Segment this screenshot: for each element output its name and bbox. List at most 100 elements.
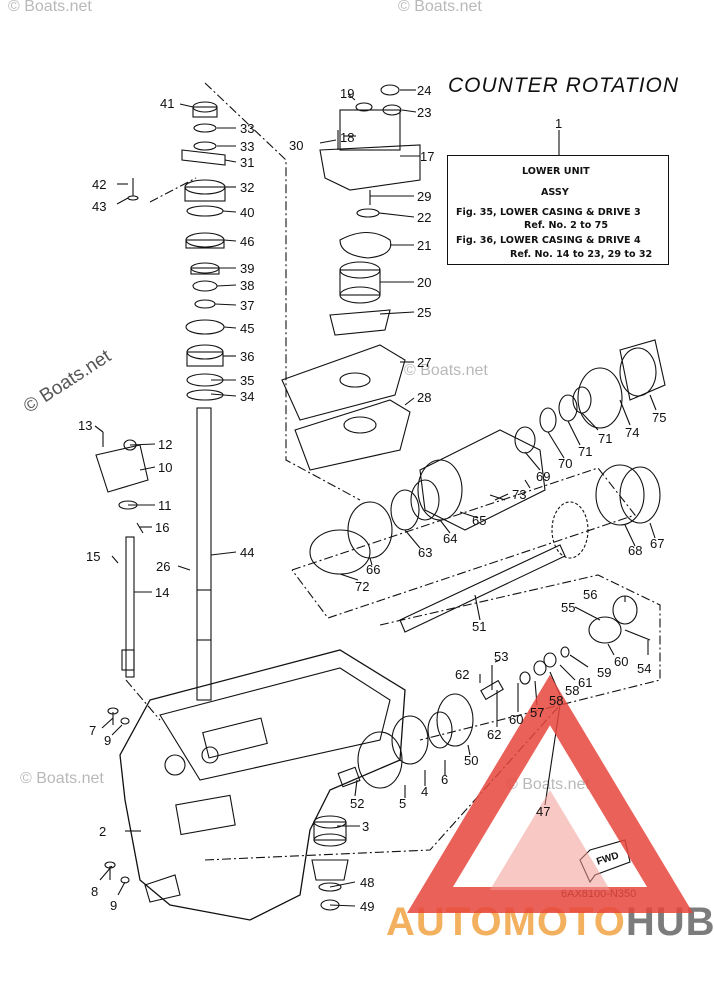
part-number-28: 28 (417, 390, 431, 405)
part-number-30: 30 (289, 138, 303, 153)
part-number-47: 47 (536, 804, 550, 819)
info-box-line3: Fig. 35, LOWER CASING & DRIVE 3 (456, 207, 641, 218)
part-number-20: 20 (417, 275, 431, 290)
part-number-11: 11 (158, 498, 172, 513)
part-number-68: 68 (628, 543, 642, 558)
plate-27 (281, 344, 406, 421)
part-number-13: 13 (78, 418, 92, 433)
part-number-71-upper: 71 (598, 431, 612, 446)
part-number-69: 69 (536, 469, 550, 484)
part-number-36: 36 (240, 349, 254, 364)
part-number-22: 22 (417, 210, 431, 225)
part-number-65: 65 (472, 513, 486, 528)
part-number-7: 7 (89, 723, 96, 738)
part-number-2: 2 (99, 824, 106, 839)
part-number-39: 39 (240, 261, 254, 276)
part-number-74: 74 (625, 425, 639, 440)
water-pump-group-outline (204, 82, 361, 501)
part-number-45: 45 (240, 321, 254, 336)
part-number-75: 75 (652, 410, 666, 425)
watermark-top-mid: © Boats.net (398, 0, 482, 15)
pump-housing (319, 144, 421, 191)
part-number-63: 63 (418, 545, 432, 560)
part-number-56: 56 (583, 587, 597, 602)
part-number-31: 31 (240, 155, 254, 170)
part-number-52: 52 (350, 796, 364, 811)
part-number-73: 73 (512, 487, 526, 502)
part-number-29: 29 (417, 189, 431, 204)
propeller-shaft-group-outline (291, 467, 636, 619)
part-number-23: 23 (417, 105, 431, 120)
part-number-27: 27 (417, 355, 431, 370)
fwd-label: FWD (595, 850, 620, 868)
part-number-62-upper: 62 (455, 667, 469, 682)
gasket-28 (294, 399, 411, 471)
part-number-12: 12 (158, 437, 172, 452)
part-number-4: 4 (421, 784, 428, 799)
part-number-60-left: 60 (509, 712, 523, 727)
part-number-58-upper: 58 (565, 683, 579, 698)
part-number-54: 54 (637, 661, 651, 676)
info-box-line4: Ref. No. 2 to 75 (524, 220, 609, 231)
part-number-44: 44 (240, 545, 254, 560)
part-number-49: 49 (360, 899, 374, 914)
shift-rod-group-outline (125, 679, 161, 721)
pinion-group-outline (204, 704, 561, 861)
info-box-line1: LOWER UNIT (522, 166, 590, 177)
drive-shaft (196, 407, 212, 701)
info-box: LOWER UNIT ASSY Fig. 35, LOWER CASING & … (447, 155, 669, 265)
part-number-14: 14 (155, 585, 169, 600)
propeller-shaft (399, 544, 566, 633)
part-number-70: 70 (558, 456, 572, 471)
part-number-66: 66 (366, 562, 380, 577)
part-number-16: 16 (155, 520, 169, 535)
part-number-37: 37 (240, 298, 254, 313)
part-number-26: 26 (156, 559, 170, 574)
part-number-57: 57 (530, 705, 544, 720)
part-number-64: 64 (443, 531, 457, 546)
part-number-46: 46 (240, 234, 254, 249)
driveshaft-group-outline (149, 177, 197, 203)
part-number-33-upper: 33 (240, 121, 254, 136)
part-number-48: 48 (360, 875, 374, 890)
part-number-51: 51 (472, 619, 486, 634)
part-number-38: 38 (240, 278, 254, 293)
part-number-58-lower: 58 (549, 693, 563, 708)
part-number-62-lower: 62 (487, 727, 501, 742)
watermark-top-left: © Boats.net (8, 0, 92, 15)
part-number-53: 53 (494, 649, 508, 664)
part-number-50: 50 (464, 753, 478, 768)
brand-logo-icon (407, 674, 693, 913)
part-number-19: 19 (340, 86, 354, 101)
part-number-55: 55 (561, 600, 575, 615)
part-number-21: 21 (417, 238, 431, 253)
watermark-mid-right: © Boats.net (404, 362, 488, 379)
part-number-72: 72 (355, 579, 369, 594)
part-number-3: 3 (362, 819, 369, 834)
part-number-33-lower: 33 (240, 139, 254, 154)
part-number-25: 25 (417, 305, 431, 320)
info-box-line6: Ref. No. 14 to 23, 29 to 32 (510, 249, 653, 260)
part-number-6: 6 (441, 772, 448, 787)
part-number-43: 43 (92, 199, 106, 214)
part-number-10: 10 (158, 460, 172, 475)
info-box-ref-number: 1 (555, 116, 562, 131)
part-number-32: 32 (240, 180, 254, 195)
clutch-group-outline (379, 574, 661, 741)
part-number-24: 24 (417, 83, 431, 98)
part-number-61: 61 (578, 675, 592, 690)
part-number-41: 41 (160, 96, 174, 111)
part-number-9-upper: 9 (104, 733, 111, 748)
part-number-71-lower: 71 (578, 444, 592, 459)
part-number-35: 35 (240, 373, 254, 388)
part-number-15: 15 (86, 549, 100, 564)
part-number-labels: 2 3 4 5 6 7 8 9 9 10 11 12 13 14 15 16 1… (78, 83, 666, 914)
part-number-59: 59 (597, 665, 611, 680)
part-number-60-right: 60 (614, 654, 628, 669)
bearing-housing-65 (419, 429, 546, 531)
part-number-8: 8 (91, 884, 98, 899)
info-box-line2: ASSY (541, 187, 569, 198)
part-number-67: 67 (650, 536, 664, 551)
part-number-18: 18 (340, 130, 354, 145)
